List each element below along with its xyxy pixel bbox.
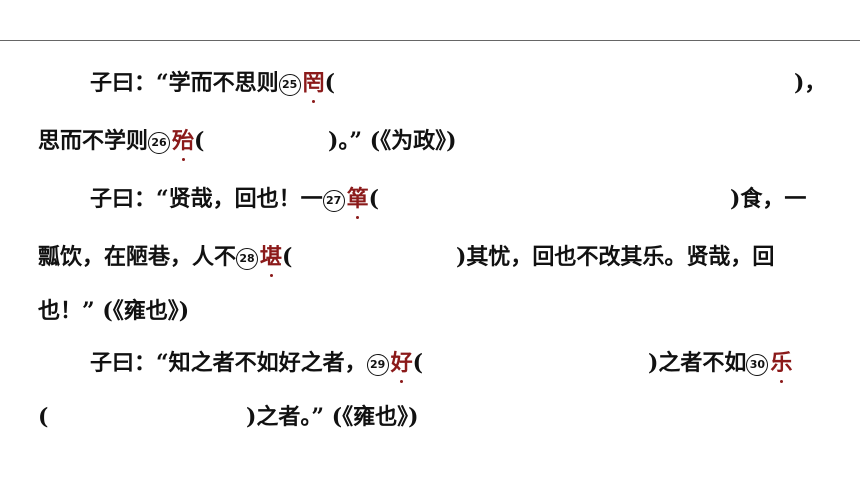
p2-line2-end: )其忧，回也不改其乐。贤哉，回 — [456, 244, 775, 270]
keyword-25: 罔 — [302, 70, 325, 103]
blank-open-27: ( — [368, 186, 380, 212]
blank-open-26: ( — [194, 128, 205, 154]
keyword-26: 殆 — [172, 128, 195, 161]
p1-line1-lead: 子曰：“学而不思则 — [90, 70, 279, 96]
p2-line1-end: )食，一 — [730, 186, 807, 212]
note-marker-28: 28 — [236, 248, 259, 270]
note-marker-26: 26 — [148, 132, 171, 154]
p2-line1-lead: 子曰：“贤哉，回也！一 — [90, 186, 323, 212]
top-divider — [0, 40, 860, 41]
p3-line1-lead: 子曰：“知之者不如好之者， — [90, 350, 367, 376]
blank-open-29: ( — [412, 350, 424, 376]
note-marker-29: 29 — [366, 354, 389, 376]
blank-close-29: )之者不如 — [648, 350, 747, 376]
note-marker-30: 30 — [746, 354, 769, 376]
blank-open-28: ( — [282, 244, 293, 270]
blank-close-25: )， — [794, 70, 827, 96]
p1-line2-lead: 思而不学则 — [38, 128, 149, 154]
p3-line2-end: )之者。” (《雍也》) — [246, 404, 419, 430]
note-marker-27: 27 — [322, 190, 345, 212]
keyword-28: 堪 — [260, 244, 283, 277]
p2-line3: 也！” (《雍也》) — [38, 298, 190, 324]
keyword-27: 箪 — [346, 186, 369, 219]
keyword-29: 好 — [390, 350, 413, 383]
keyword-30: 乐 — [770, 350, 793, 383]
note-marker-25: 25 — [278, 74, 301, 96]
p1-line2-end: )。” (《为政》) — [328, 128, 457, 154]
p2-line2-lead: 瓢饮，在陋巷，人不 — [38, 244, 237, 270]
blank-open-30: ( — [38, 404, 49, 430]
blank-open-25: ( — [324, 70, 336, 96]
